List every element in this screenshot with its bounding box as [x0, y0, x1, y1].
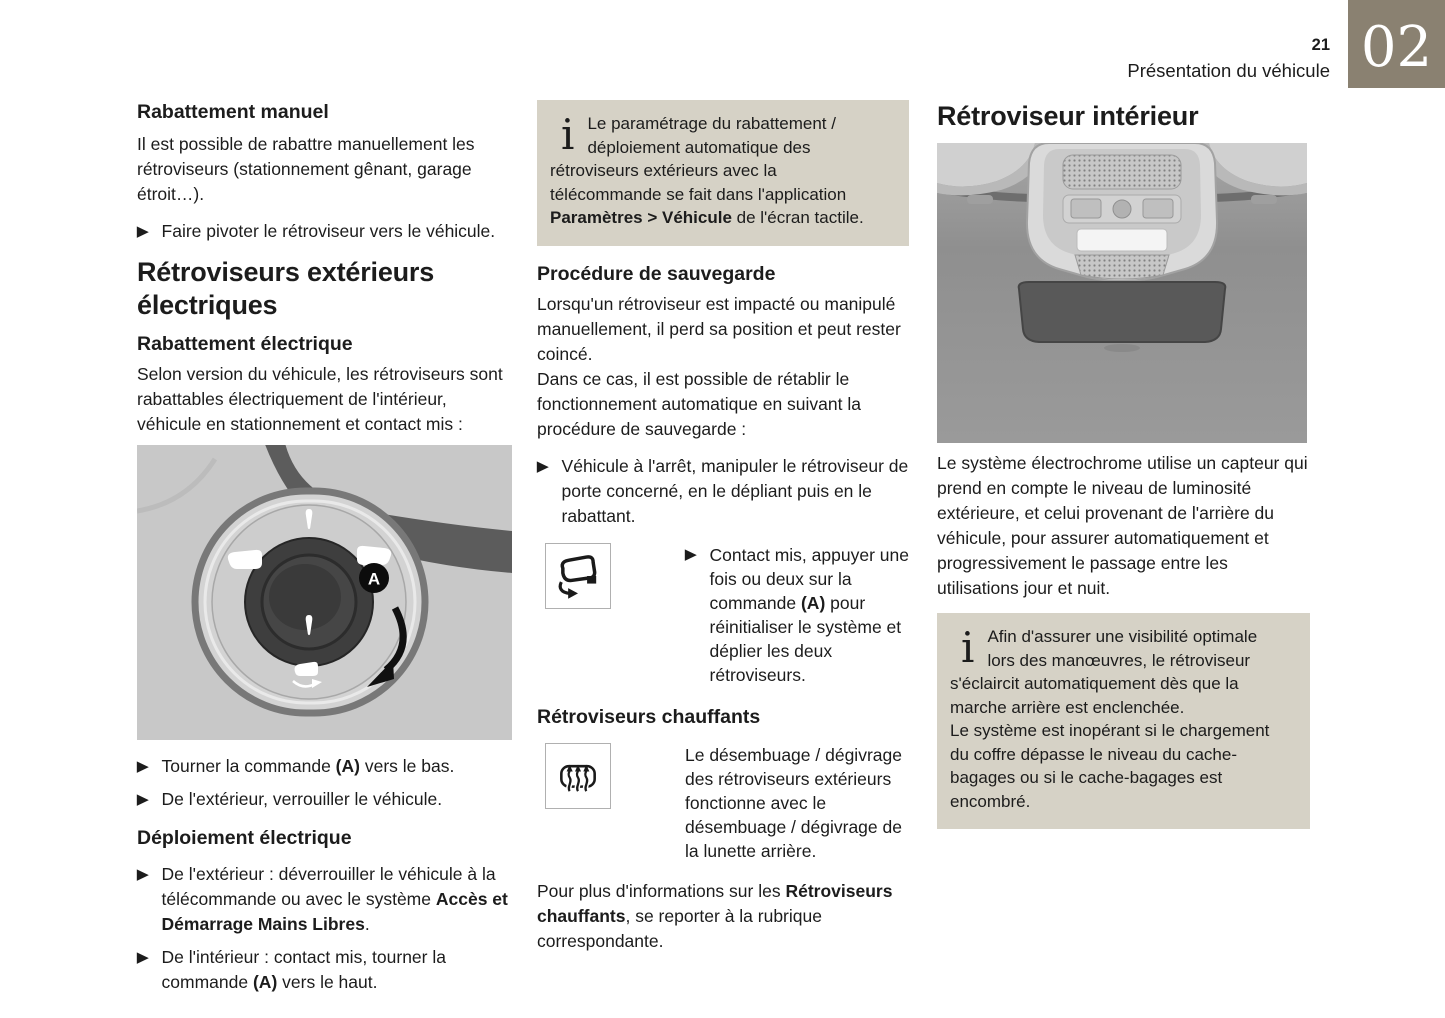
bullet-arrow-icon: ▶: [684, 545, 697, 563]
bullet-arrow-icon: ▶: [136, 949, 149, 966]
chapter-number-badge: 02: [1348, 0, 1445, 88]
paragraph: Lorsqu'un rétroviseur est impacté ou man…: [537, 293, 901, 364]
paragraph: Selon version du véhicule, les rétrovise…: [137, 364, 503, 434]
instruction-item: ▶ Faire pivoter le rétroviseur vers le v…: [137, 219, 513, 244]
instruction-item: ▶ De l'extérieur, verrouiller le véhicul…: [137, 787, 513, 812]
knob-label: A: [368, 570, 380, 589]
section-title-manual-fold: Rabattement manuel: [137, 101, 329, 123]
instruction-item: ▶ De l'extérieur : déverrouiller le véhi…: [137, 862, 513, 937]
subsection-title-electric-deploy: Déploiement électrique: [137, 827, 352, 849]
info-note-electrochrome: i Afin d'assurer une visibilité optimale…: [937, 613, 1310, 829]
bullet-arrow-icon: ▶: [136, 223, 149, 240]
bullet-arrow-icon: ▶: [136, 758, 149, 775]
info-note-remote-settings: i Le paramétrage du rabattement / déploi…: [537, 100, 909, 246]
heated-mirrors-row: Le désembuage / dégivrage des rétroviseu…: [537, 742, 909, 863]
column-middle: i Le paramétrage du rabattement / déploi…: [537, 100, 909, 954]
instruction-item: ▶ Tourner la commande (A) vers le bas.: [137, 754, 513, 779]
mirror-fold-instruction-row: ▶ Contact mis, appuyer une fois ou deux …: [537, 542, 909, 687]
bullet-arrow-icon: ▶: [536, 457, 549, 475]
section-title-backup-procedure: Procédure de sauvegarde: [537, 262, 776, 285]
mirror-fold-icon-box: [545, 542, 611, 609]
bullet-arrow-icon: ▶: [136, 791, 149, 808]
subsection-title-electric-fold: Rabattement électrique: [137, 333, 353, 355]
paragraph: Le désembuage / dégivrage des rétroviseu…: [685, 744, 902, 861]
chapter-title: Présentation du véhicule: [1127, 60, 1330, 81]
info-icon: i: [961, 623, 975, 672]
instruction-item: ▶ Contact mis, appuyer une fois ou deux …: [684, 544, 909, 685]
heated-mirror-icon-box: [545, 742, 611, 809]
column-right: Rétroviseur intérieur: [937, 100, 1310, 829]
section-title-interior-mirror: Rétroviseur intérieur: [937, 101, 1199, 131]
section-title-exterior-mirrors: Rétroviseurs extérieurs électriques: [137, 257, 435, 320]
paragraph: Il est possible de rabattre manuellement…: [137, 134, 475, 204]
bullet-arrow-icon: ▶: [136, 866, 149, 883]
mirror-control-illustration: A: [137, 445, 512, 740]
note-line: Le système est inopérant si le chargemen…: [950, 721, 1270, 811]
paragraph: Dans ce cas, il est possible de rétablir…: [537, 368, 861, 439]
mirror-fold-icon: [558, 554, 597, 599]
paragraph: Le système électrochrome utilise un capt…: [937, 453, 1308, 598]
paragraph: Pour plus d'informations sur les Rétrovi…: [537, 880, 893, 951]
chapter-number: 02: [1360, 14, 1433, 80]
section-title-heated-mirrors: Rétroviseurs chauffants: [537, 705, 761, 728]
instruction-item: ▶ Véhicule à l'arrêt, manipuler le rétro…: [537, 454, 909, 529]
note-line: Afin d'assurer une visibilité optimale l…: [950, 627, 1258, 717]
info-icon: i: [561, 110, 575, 159]
interior-mirror-illustration: [937, 143, 1307, 443]
column-left: Rabattement manuel Il est possible de ra…: [137, 100, 513, 995]
heated-mirror-icon: [560, 764, 596, 793]
page-number: 21: [1311, 36, 1330, 54]
instruction-item: ▶ De l'intérieur : contact mis, tourner …: [137, 945, 513, 995]
